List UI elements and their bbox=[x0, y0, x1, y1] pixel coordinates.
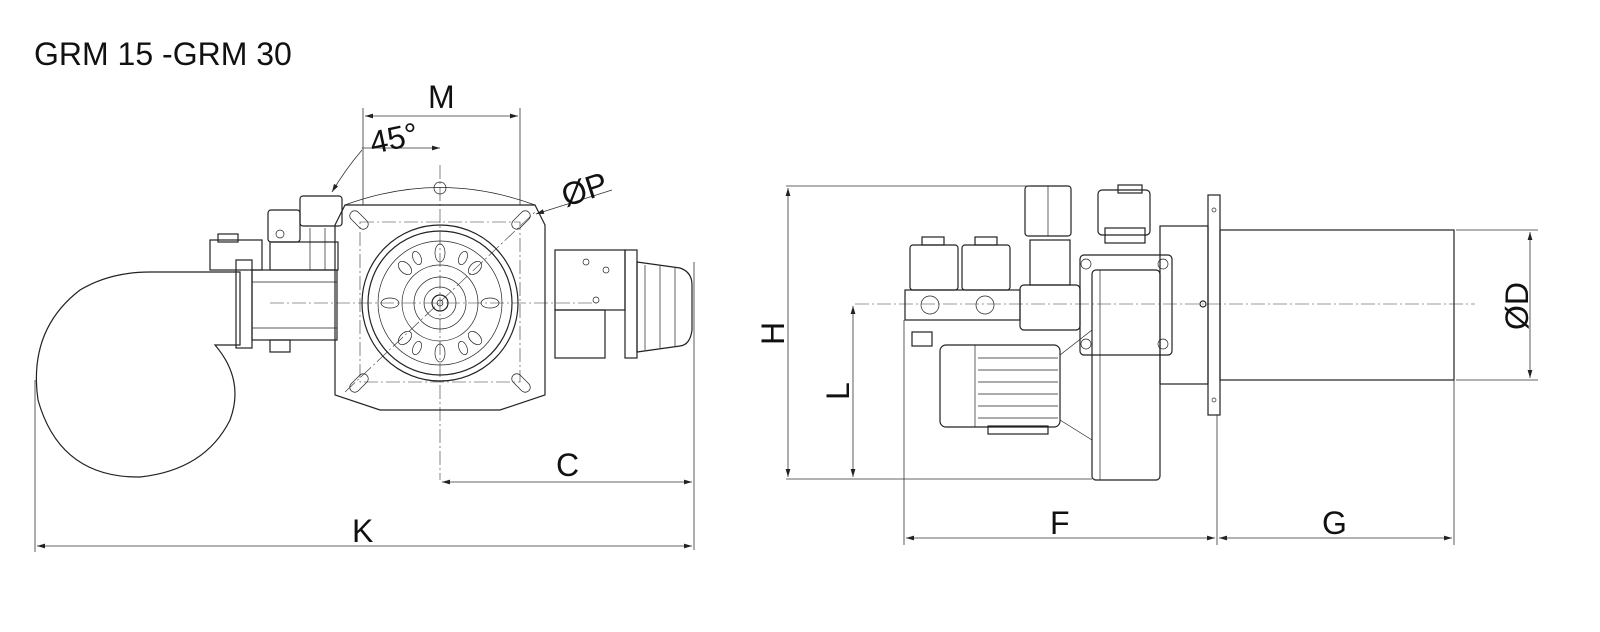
dim-l-label: L bbox=[820, 382, 856, 400]
control-box bbox=[554, 249, 626, 311]
dim-g-label: G bbox=[1322, 505, 1347, 541]
corner-slots bbox=[349, 210, 531, 393]
side-view: H L F G ØD bbox=[755, 184, 1538, 545]
pressure-switch bbox=[1019, 284, 1081, 331]
valve-train bbox=[904, 289, 1021, 321]
solenoid-valve-2 bbox=[961, 244, 1011, 291]
dim-h-label: H bbox=[755, 322, 791, 345]
dim-f-label: F bbox=[1050, 505, 1070, 541]
fan-volute bbox=[35, 271, 241, 478]
dim-p-label: ØP bbox=[557, 165, 612, 214]
solenoid-valve-1 bbox=[909, 244, 959, 291]
dim-m-label: M bbox=[428, 79, 455, 115]
motor bbox=[939, 344, 1061, 428]
gas-valve-coil bbox=[267, 209, 301, 243]
control-unit bbox=[1097, 189, 1151, 236]
drawing-title: GRM 15 -GRM 30 bbox=[34, 36, 292, 72]
dim-angle-label: 45° bbox=[366, 116, 421, 161]
blast-tube bbox=[1219, 229, 1455, 381]
dim-k-label: K bbox=[352, 513, 373, 549]
duct-flange bbox=[235, 259, 253, 349]
damper-box bbox=[209, 239, 263, 271]
front-view: M 45° ØP C K bbox=[34, 79, 695, 552]
dim-d-label: ØD bbox=[1499, 282, 1535, 330]
actuator bbox=[299, 195, 343, 227]
dim-c-label: C bbox=[556, 447, 579, 483]
air-duct bbox=[251, 269, 338, 341]
fan-housing bbox=[1091, 269, 1161, 481]
mounting-flange bbox=[1207, 194, 1221, 416]
